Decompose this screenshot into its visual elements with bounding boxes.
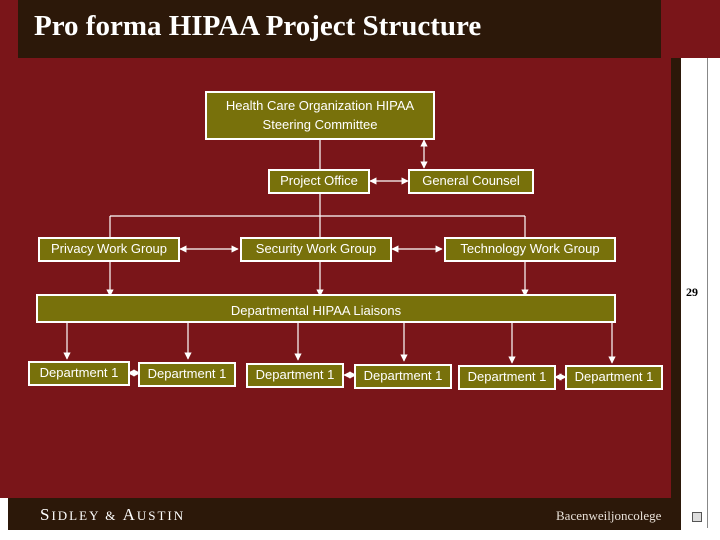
department-box-3: Department 1 [246, 363, 344, 388]
slide-background-corner [661, 0, 720, 58]
side-strip [671, 58, 681, 498]
footer-bar [8, 498, 681, 530]
department-box-2: Department 1 [138, 362, 236, 387]
page-number: 29 [686, 285, 698, 299]
department-box-1: Department 1 [28, 361, 130, 386]
right-margin [681, 58, 720, 540]
title-bar [18, 0, 661, 58]
right-divider [707, 58, 708, 528]
department-box-4: Department 1 [354, 364, 452, 389]
privacy-work-group-box: Privacy Work Group [38, 237, 180, 262]
slide-title: Pro forma HIPAA Project Structure [34, 10, 482, 42]
project-office-box: Project Office [268, 169, 370, 194]
footer-firm-name: SIDLEY & AUSTIN [40, 505, 186, 524]
department-box-6: Department 1 [565, 365, 663, 390]
department-box-5: Department 1 [458, 365, 556, 390]
footer-seal-icon [692, 512, 702, 522]
steering-committee-box: Health Care Organization HIPAA Steering … [205, 91, 435, 140]
footer-college-logo: Bacenweiljoncolege [556, 508, 662, 523]
general-counsel-box: General Counsel [408, 169, 534, 194]
security-work-group-box: Security Work Group [240, 237, 392, 262]
technology-work-group-box: Technology Work Group [444, 237, 616, 262]
liaisons-box: Departmental HIPAA Liaisons [36, 294, 616, 323]
